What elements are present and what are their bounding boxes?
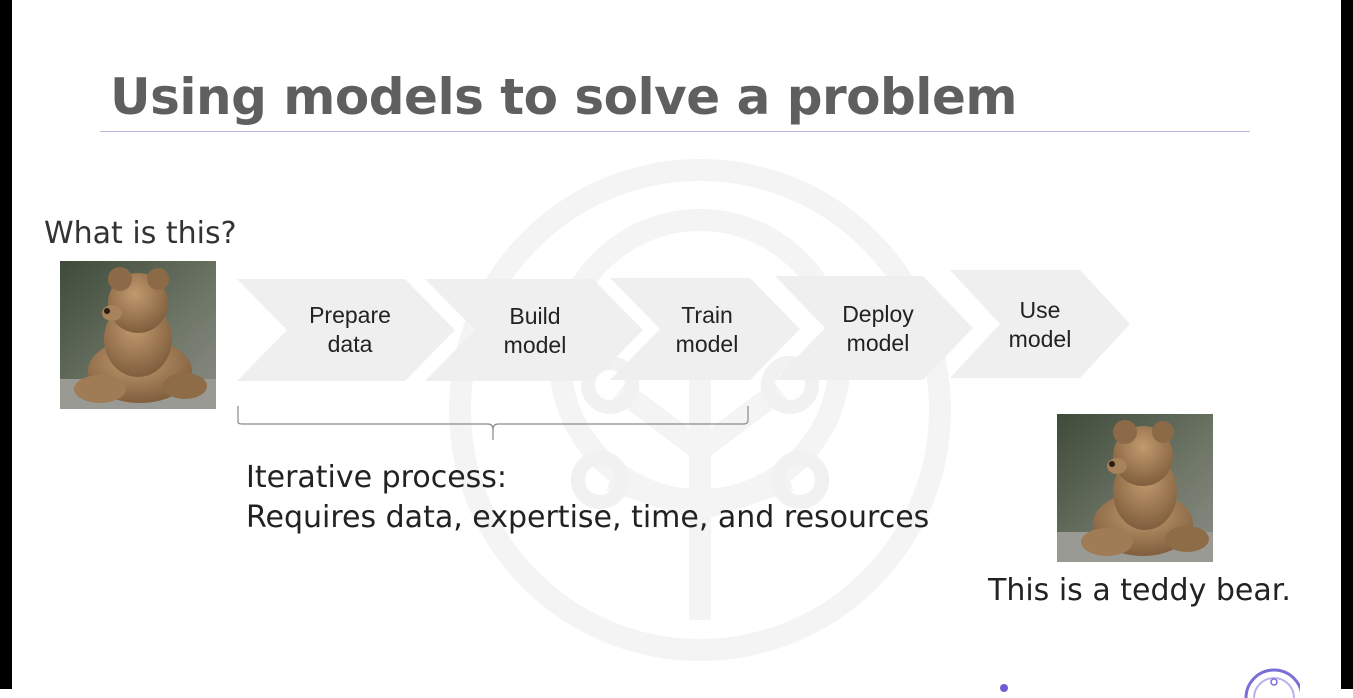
step-train-model-label: Train model	[675, 302, 739, 357]
step-use-model-label: Use model	[1008, 297, 1072, 352]
step-deploy-model-label: Deploy model	[842, 301, 914, 356]
step-prepare-data-label: Prepare data	[309, 302, 391, 357]
right-frame-edge	[1341, 0, 1353, 689]
teddy-bear-output-image	[1057, 414, 1213, 562]
teddy-bear-input-image	[60, 261, 216, 409]
question-text: What is this?	[44, 216, 237, 251]
process-title: Iterative process:	[246, 460, 508, 495]
brand-logo-icon	[1244, 668, 1300, 698]
step-use-model-chevron	[950, 270, 1130, 378]
step-build-model-label: Build model	[503, 303, 567, 358]
slide-title: Using models to solve a problem	[110, 68, 1017, 126]
answer-text: This is a teddy bear.	[988, 573, 1291, 608]
step-prepare-data-chevron	[237, 279, 455, 381]
step-train-model-chevron	[610, 278, 800, 380]
step-build-model-chevron	[425, 279, 643, 381]
left-frame-edge	[0, 0, 12, 689]
iterative-process-text: Iterative process: Requires data, expert…	[246, 458, 929, 538]
iterative-bracket	[237, 406, 749, 440]
title-divider	[100, 131, 1250, 132]
accent-dot	[1000, 684, 1008, 692]
process-detail: Requires data, expertise, time, and reso…	[246, 500, 930, 535]
step-deploy-model-chevron	[775, 276, 973, 380]
